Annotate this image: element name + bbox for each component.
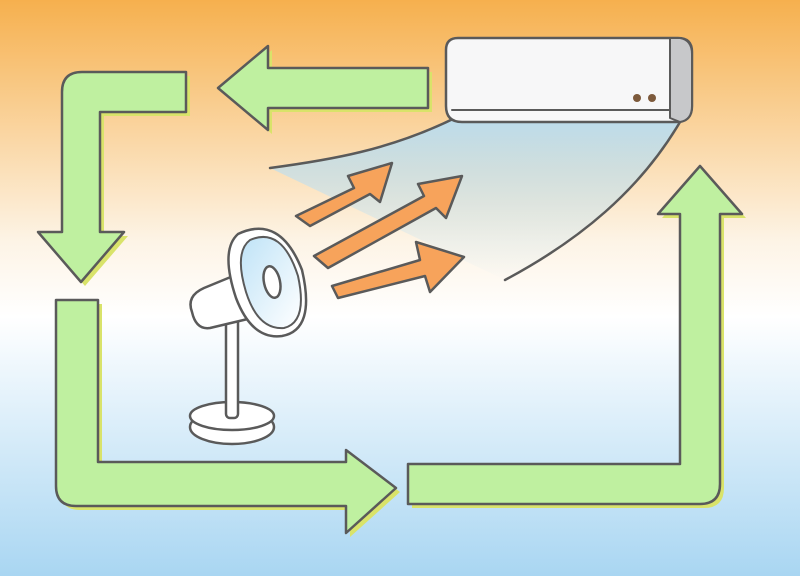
wind-arrow-upper bbox=[294, 161, 394, 228]
fan-wind-arrows bbox=[294, 161, 466, 300]
fan-pole bbox=[224, 316, 240, 420]
wind-arrow-lower bbox=[330, 240, 466, 300]
wind-arrow-middle bbox=[312, 174, 464, 270]
cool-air-upper-line bbox=[268, 116, 457, 170]
arrow-left-down bbox=[36, 70, 190, 286]
cool-air-lower-line bbox=[503, 120, 682, 282]
air-conditioner-side-panel bbox=[669, 37, 693, 123]
air-conditioner-icon bbox=[444, 36, 694, 124]
airflow-cycle-arrows bbox=[36, 44, 746, 537]
electric-fan-icon bbox=[188, 227, 308, 446]
cool-air-stream bbox=[270, 118, 680, 280]
arrow-bottom-right bbox=[54, 298, 400, 537]
fan-hub bbox=[262, 265, 282, 299]
arrow-right-up bbox=[406, 164, 746, 508]
air-conditioner-indicator-light bbox=[648, 94, 656, 102]
air-conditioner-indicator-light bbox=[633, 94, 641, 102]
arrow-top-left bbox=[216, 44, 432, 134]
